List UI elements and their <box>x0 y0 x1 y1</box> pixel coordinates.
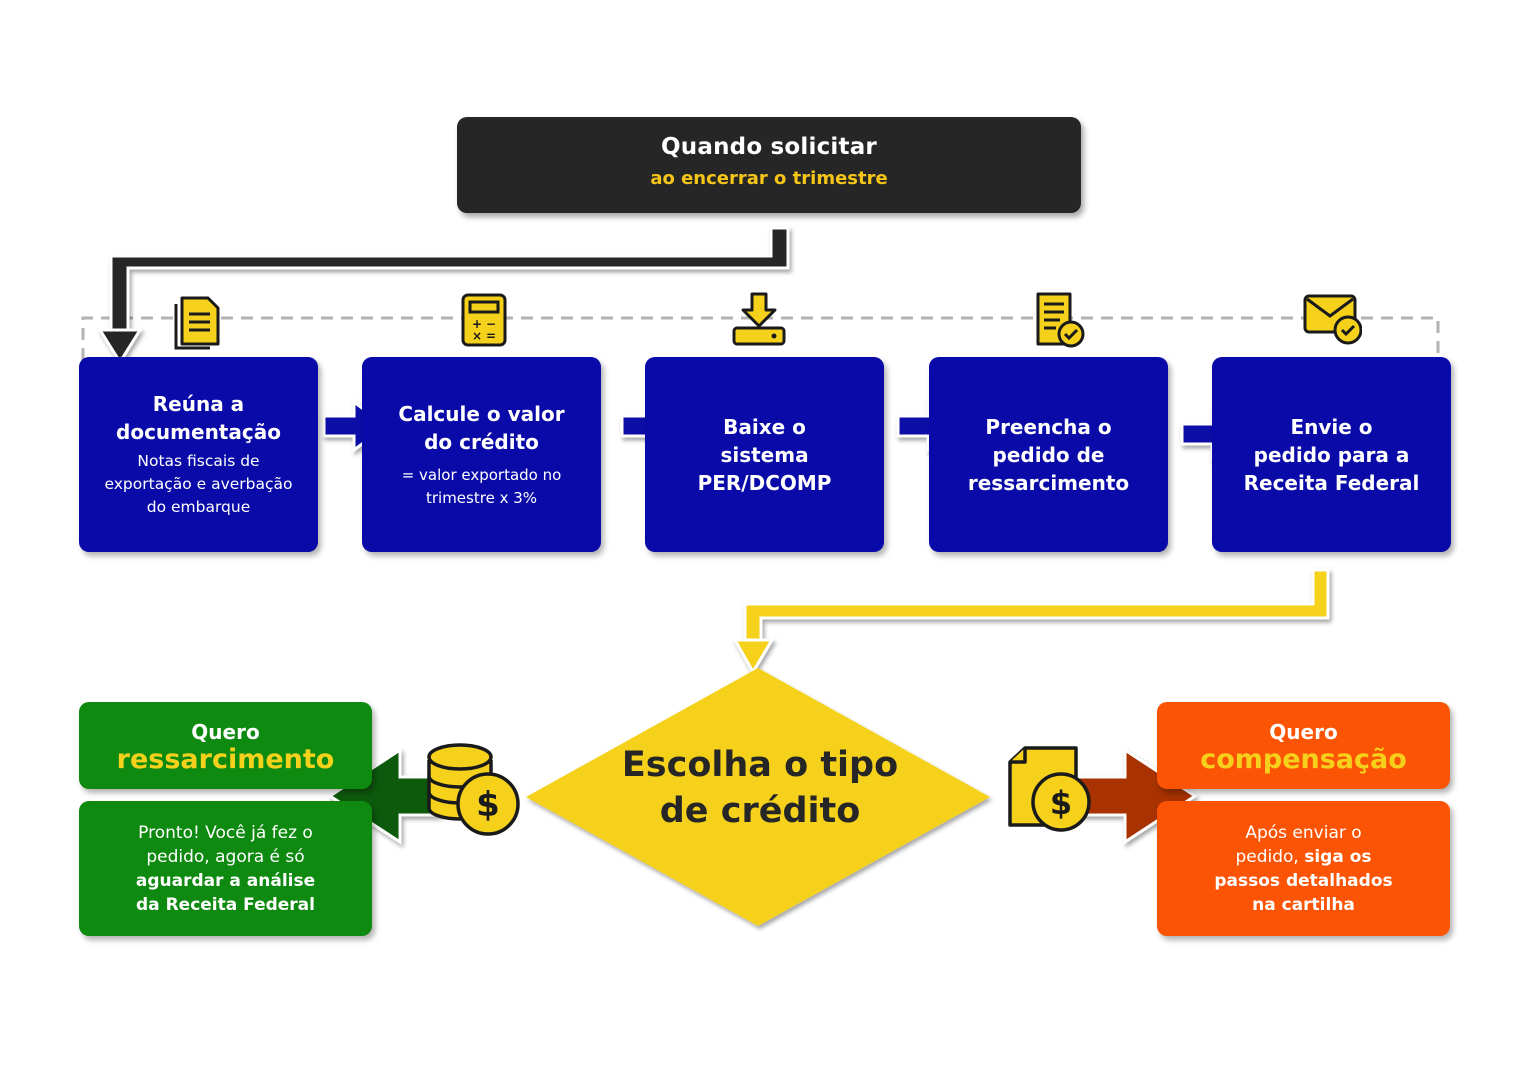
option-refund-text-2: pedido, agora é só <box>146 846 305 867</box>
calculator-icon: + − × = <box>461 293 507 347</box>
step-collect-documents: Reúna a documentação Notas fiscais de ex… <box>79 357 318 552</box>
step-title: Baixe o sistema PER/DCOMP <box>697 414 832 495</box>
step-title: Envie o pedido para a Receita Federal <box>1243 414 1420 495</box>
step-title: Reúna a documentação <box>116 392 281 444</box>
option-refund-label: Quero <box>191 720 260 744</box>
option-compensation-label: Quero <box>1269 720 1338 744</box>
download-icon <box>732 292 786 346</box>
svg-text:$: $ <box>1050 784 1072 822</box>
header-connector-arrow <box>97 226 790 365</box>
coin-stack-icon: $ <box>427 743 520 836</box>
header-title: Quando solicitar <box>661 134 877 160</box>
svg-text:=: = <box>486 329 496 343</box>
option-compensation-text-3: passos detalhados <box>1214 870 1393 891</box>
header-box: Quando solicitar ao encerrar o trimestre <box>457 117 1081 213</box>
option-compensation-text-2b: siga os <box>1304 846 1372 867</box>
svg-text:+: + <box>472 317 482 331</box>
option-compensation-title: compensação <box>1200 744 1407 775</box>
document-icon <box>174 296 220 350</box>
option-compensation-text-4: na cartilha <box>1252 894 1355 915</box>
step-calculate-credit: Calcule o valor do crédito = valor expor… <box>362 357 601 552</box>
step-download-system: Baixe o sistema PER/DCOMP <box>645 357 884 552</box>
decision-text: Escolha o tipo de crédito <box>621 745 899 831</box>
option-compensation-text-1: Após enviar o <box>1245 822 1362 843</box>
option-refund-body: Pronto! Você já fez o pedido, agora é só… <box>79 801 372 936</box>
option-refund-title: ressarcimento <box>116 744 335 775</box>
option-compensation-text-2a: pedido, <box>1235 846 1305 867</box>
svg-text:$: $ <box>476 785 500 825</box>
step-fill-request: Preencha o pedido de ressarcimento <box>929 357 1168 552</box>
header-subtitle: ao encerrar o trimestre <box>650 168 888 189</box>
step-description: = valor exportado no trimestre x 3% <box>401 465 562 507</box>
option-refund-text-1: Pronto! Você já fez o <box>138 822 313 843</box>
step-description: Notas fiscais de exportação e averbação … <box>104 452 293 516</box>
svg-text:−: − <box>486 317 496 331</box>
form-check-icon <box>1036 292 1085 348</box>
yellow-connector-arrow <box>732 568 1330 675</box>
step-title: Calcule o valor do crédito <box>398 401 565 454</box>
step-title: Preencha o pedido de ressarcimento <box>967 414 1130 495</box>
dashed-bracket-line <box>81 316 1440 360</box>
option-compensation-header: Quero compensação <box>1157 702 1450 789</box>
svg-text:×: × <box>472 329 482 343</box>
mail-check-icon <box>1303 294 1362 345</box>
option-compensation-body: Após enviar o pedido, siga os passos det… <box>1157 801 1450 936</box>
step-send-request: Envie o pedido para a Receita Federal <box>1212 357 1451 552</box>
option-refund-header: Quero ressarcimento <box>79 702 372 789</box>
option-refund-text-3: aguardar a análise <box>135 870 316 891</box>
decision-diamond <box>526 668 990 926</box>
document-dollar-icon: $ <box>1008 746 1091 832</box>
option-refund-text-4: da Receita Federal <box>136 894 315 915</box>
